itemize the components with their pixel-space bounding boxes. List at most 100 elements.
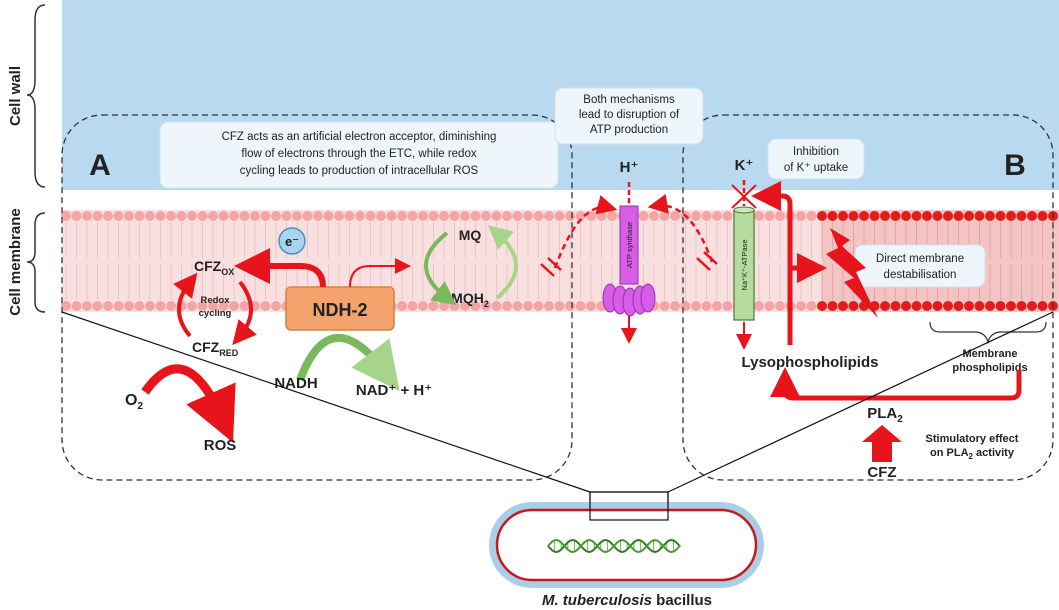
lipid-head <box>271 301 281 311</box>
lipid-head <box>439 211 449 221</box>
lipid-head <box>901 301 911 311</box>
proton-flow-right <box>647 194 714 263</box>
lipid-head <box>764 211 775 221</box>
lipid-head <box>827 301 838 311</box>
lipid-head <box>460 211 470 221</box>
lipid-head <box>523 301 533 311</box>
cfz-ox-label: CFZOX <box>194 258 234 277</box>
proton-flow-left <box>553 195 618 269</box>
lipid-head <box>670 301 680 311</box>
lipid-head <box>932 301 943 311</box>
lipid-head <box>502 301 512 311</box>
lipid-head <box>197 301 208 311</box>
lipid-head <box>1016 301 1027 311</box>
lipid-head <box>712 301 722 311</box>
cell-wall-bracket <box>26 4 46 188</box>
lipid-head <box>533 301 544 311</box>
nad-label: NAD⁺ + H⁺ <box>356 382 432 399</box>
lipid-head <box>901 211 911 221</box>
lipid-head <box>292 211 302 221</box>
phospholipids-bracket <box>929 321 1047 345</box>
lipid-head <box>848 211 859 221</box>
lipid-head <box>964 301 974 311</box>
lipid-head <box>680 301 691 311</box>
lipid-head <box>911 301 922 311</box>
lipid-head <box>775 301 785 311</box>
lipid-head <box>155 211 166 221</box>
lipid-head <box>859 211 869 221</box>
dna-icon <box>547 538 681 554</box>
lipid-head <box>134 211 145 221</box>
lipid-head <box>61 211 71 221</box>
lipid-head <box>953 211 964 221</box>
k-ion-label: K⁺ <box>735 157 754 174</box>
pla2-conversion-arrow <box>770 367 1022 401</box>
lipid-head <box>239 211 250 221</box>
panel-a-info-line-1: CFZ acts as an artificial electron accep… <box>222 131 497 143</box>
lipid-head <box>512 301 523 311</box>
lipid-head <box>481 211 491 221</box>
lipid-head <box>1027 211 1037 221</box>
lipid-head <box>281 211 292 221</box>
lyso-to-k-arrow <box>751 181 793 345</box>
lipid-head <box>344 211 355 221</box>
destab-note-line-1: Direct membrane <box>876 253 964 265</box>
panel-a-info-box <box>159 121 559 189</box>
lipid-head <box>407 211 418 221</box>
lipid-head <box>176 211 187 221</box>
lipid-head <box>533 211 544 221</box>
lipid-head <box>554 301 565 311</box>
redox-arrow-up <box>173 272 198 338</box>
ros-label: ROS <box>204 437 237 454</box>
lipid-head <box>376 211 386 221</box>
lipid-head <box>764 301 775 311</box>
lipid-head <box>638 211 649 221</box>
membrane-phospholipids-label-1: Membrane <box>962 348 1017 360</box>
mqh2-label: MQH2 <box>451 290 489 309</box>
lipid-head <box>71 301 82 311</box>
lipid-head <box>586 301 596 311</box>
lipid-head <box>722 301 733 311</box>
lipid-head <box>565 301 575 311</box>
stimulatory-label-2: on PLA2 activity <box>930 447 1015 461</box>
ndh2-to-cfz-arrow <box>234 248 326 288</box>
redox-label-2: cycling <box>199 308 232 319</box>
lipid-head <box>271 211 281 221</box>
lipid-head <box>355 211 365 221</box>
lipid-head <box>943 301 953 311</box>
center-note-box <box>554 87 704 145</box>
lipid-head <box>439 301 449 311</box>
membrane-bracket <box>26 212 46 313</box>
lysophospholipids-label: Lysophospholipids <box>742 354 879 371</box>
lipid-head <box>512 211 523 221</box>
lipid-head <box>397 211 407 221</box>
panel-b-frame <box>682 114 1054 481</box>
lipid-head <box>701 301 712 311</box>
lipid-head <box>124 301 134 311</box>
mq-reduction-arrow <box>424 231 457 306</box>
lipid-head <box>964 211 974 221</box>
lipid-head <box>575 211 586 221</box>
lipid-head <box>218 301 229 311</box>
lipid-head <box>544 211 554 221</box>
cell-membrane-label: Cell membrane <box>7 208 24 316</box>
lipid-head <box>995 211 1006 221</box>
lipid-head <box>103 301 113 311</box>
lipid-head <box>985 301 995 311</box>
lipid-head <box>565 211 575 221</box>
lipid-head <box>1037 211 1048 221</box>
lipid-head <box>754 211 764 221</box>
lipid-head <box>890 301 901 311</box>
lipid-head <box>113 301 124 311</box>
lipid-head <box>124 211 134 221</box>
lipid-head <box>491 301 502 311</box>
center-note-line-2: lead to disruption of <box>579 109 680 121</box>
lipid-head <box>796 301 806 311</box>
lipid-head <box>239 301 250 311</box>
electron-label: e⁻ <box>285 234 299 249</box>
lightning-icon <box>826 228 878 318</box>
lipid-head <box>796 211 806 221</box>
nadh-to-nad-arrow <box>296 333 400 392</box>
lipid-head <box>848 301 859 311</box>
